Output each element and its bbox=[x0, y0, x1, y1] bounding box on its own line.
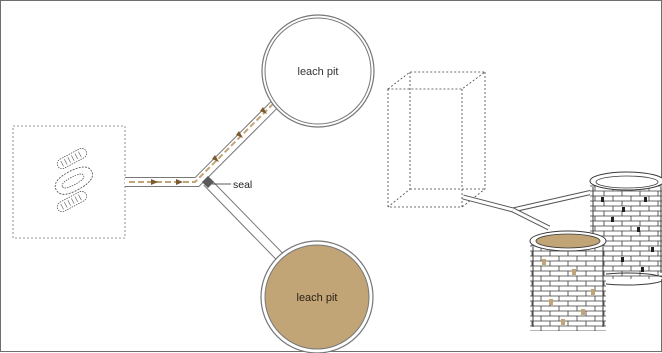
superstructure-3d bbox=[386, 71, 487, 208]
pipe-3d bbox=[462, 188, 598, 231]
leach-pit-bottom: leach pit bbox=[260, 240, 374, 353]
leach-pit-top-label: leach pit bbox=[298, 66, 339, 78]
leach-pit-top: leach pit bbox=[261, 14, 375, 128]
toilet-pan-icon bbox=[54, 148, 93, 213]
brick-pit-front bbox=[529, 230, 607, 331]
leach-pit-bottom-label: leach pit bbox=[297, 292, 338, 304]
seal-label: seal bbox=[233, 179, 252, 191]
flow-arrow-icon bbox=[129, 103, 274, 185]
pipe-network bbox=[125, 95, 286, 263]
seal-marker: seal bbox=[202, 176, 252, 191]
